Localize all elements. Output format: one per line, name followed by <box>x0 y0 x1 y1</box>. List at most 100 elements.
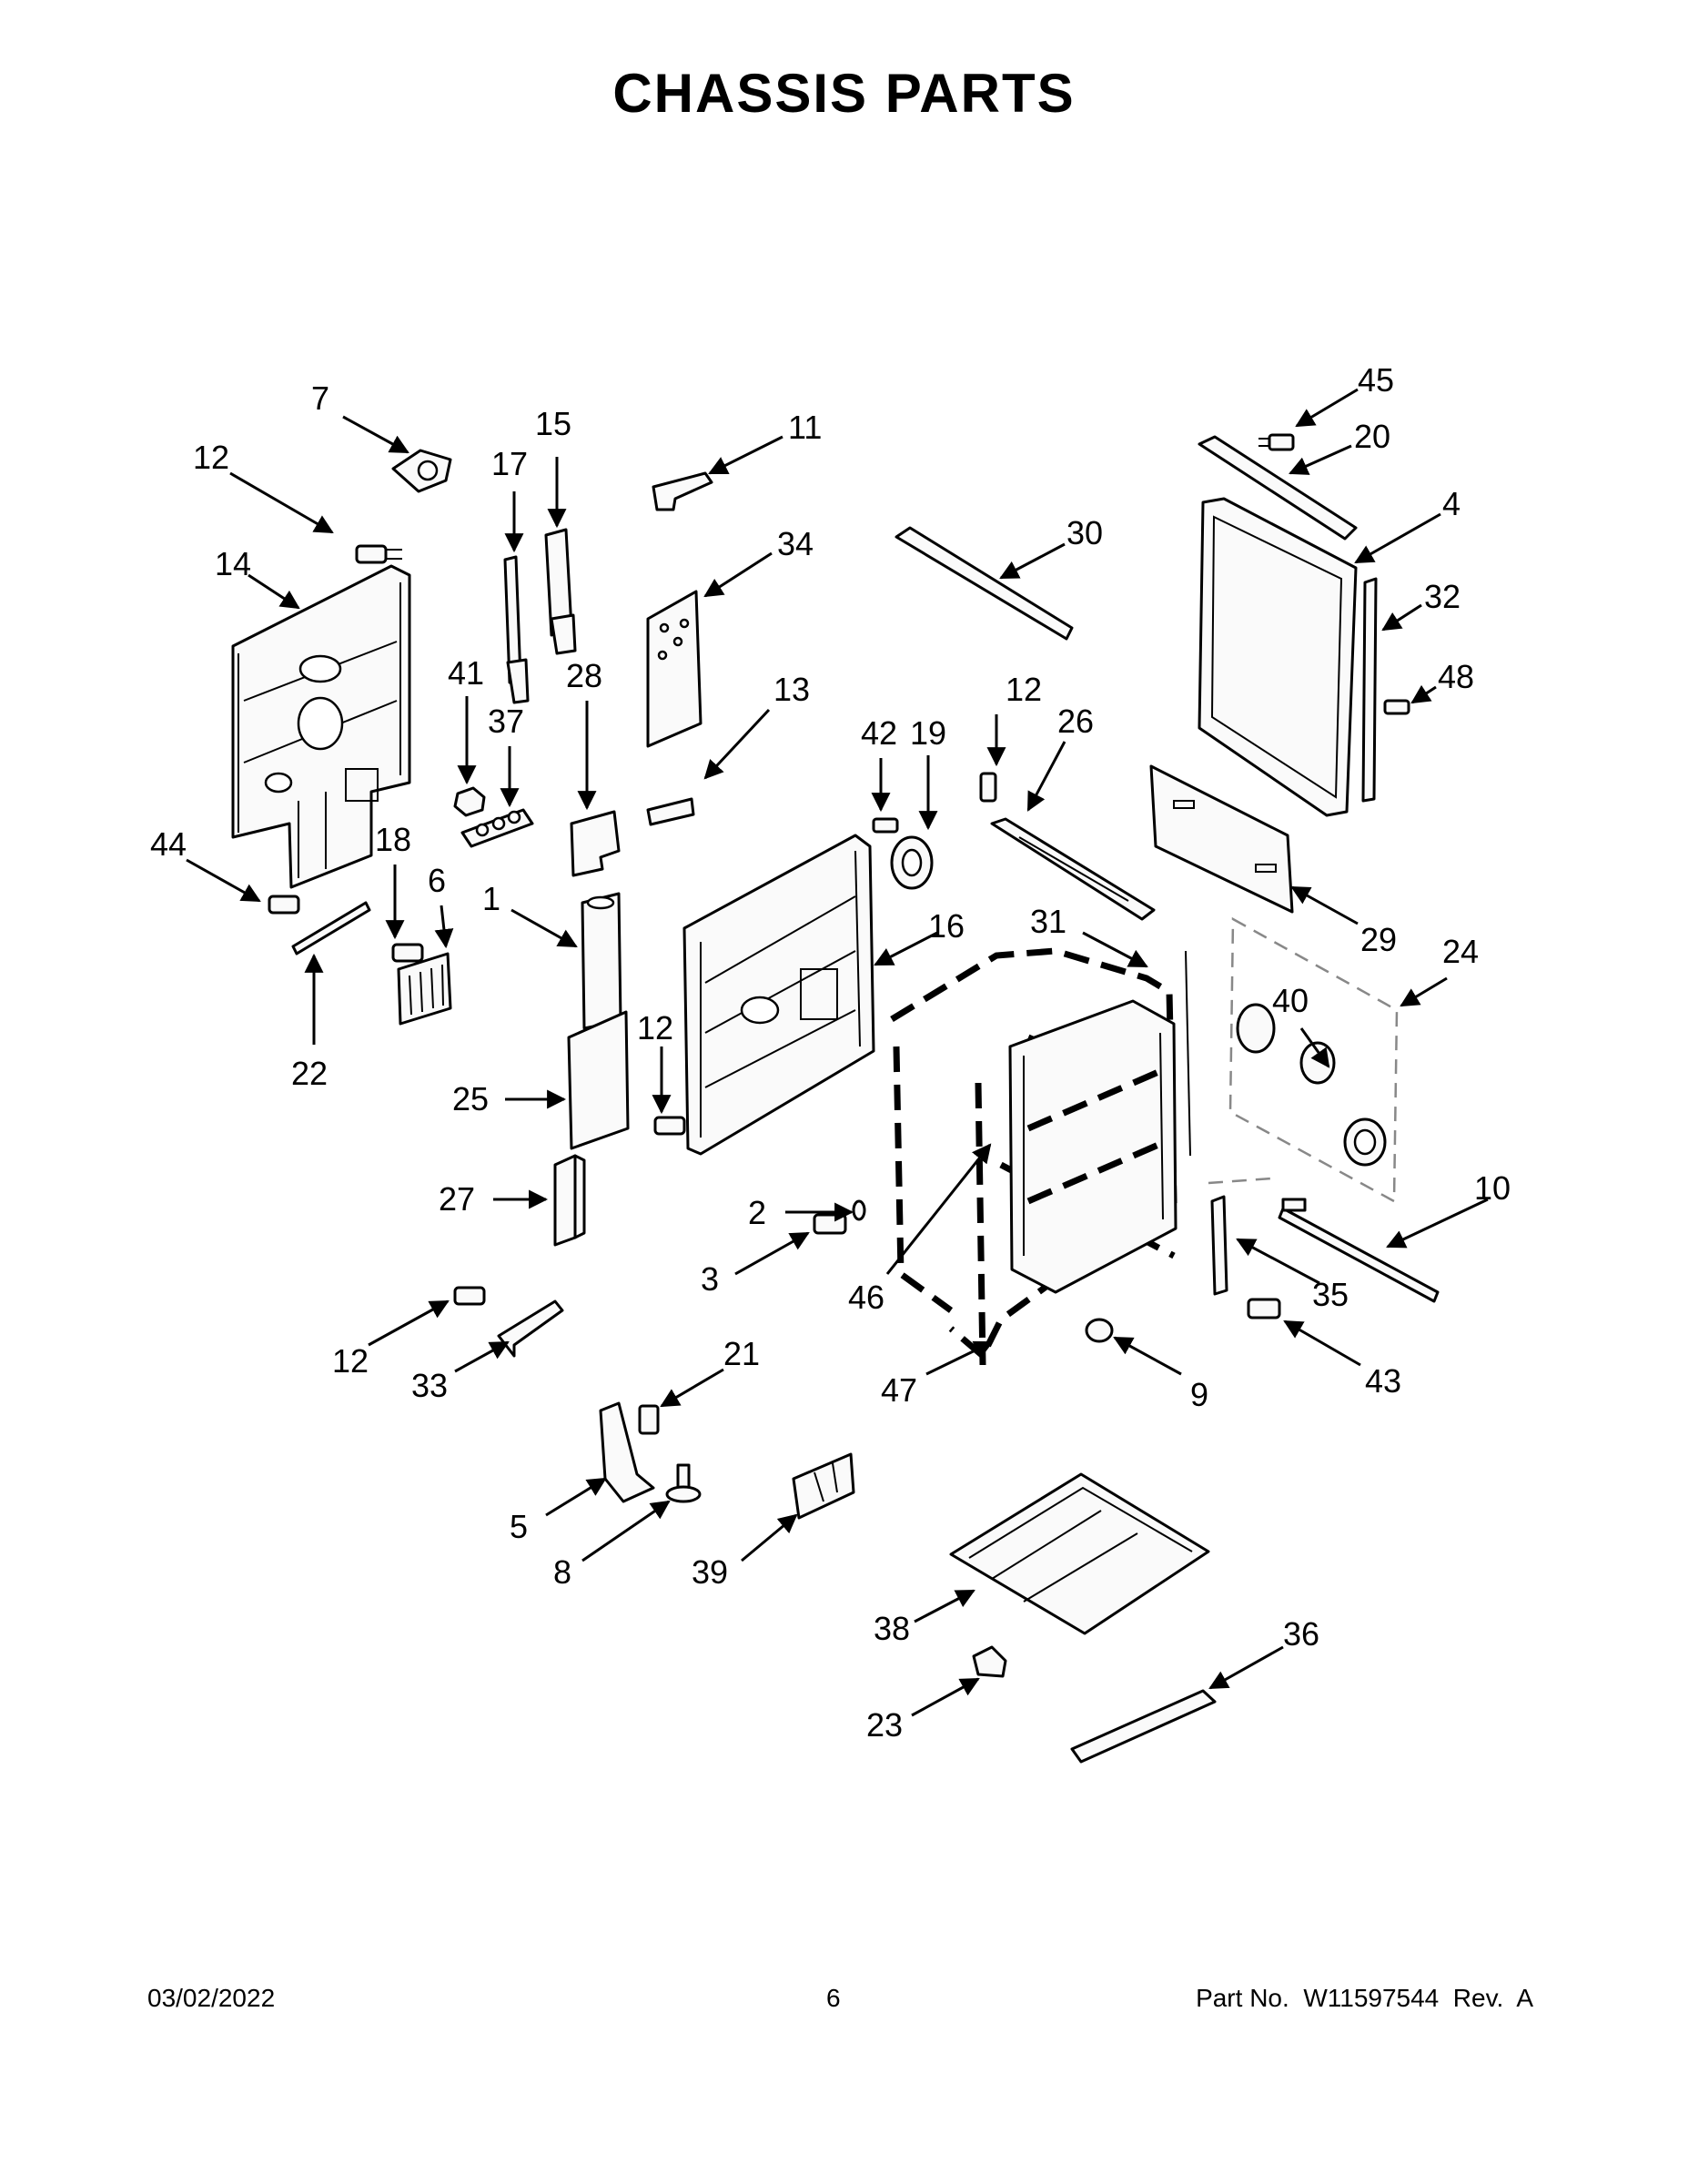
part-31-oven-cavity <box>890 947 1191 1366</box>
callout-11: 11 <box>788 409 822 446</box>
part-17-rod <box>503 555 530 704</box>
callout-48: 48 <box>1438 658 1474 695</box>
part-19-fan <box>890 835 934 890</box>
callout-45: 45 <box>1358 361 1394 399</box>
callout-46: 46 <box>848 1279 884 1316</box>
callout-18: 18 <box>375 821 411 858</box>
leader-10-dashed <box>1208 1177 1273 1185</box>
callout-43: 43 <box>1365 1362 1401 1400</box>
callout-12b: 12 <box>1006 671 1042 708</box>
page-title: CHASSIS PARTS <box>612 63 1076 124</box>
part-45-screw <box>1258 433 1295 451</box>
part-1-channel <box>581 892 622 1030</box>
part-26-rail <box>990 817 1156 921</box>
part-42-screw <box>872 817 899 834</box>
callout-37: 37 <box>488 703 524 740</box>
part-22-strip <box>291 901 371 956</box>
part-16-side-panel <box>682 834 875 1156</box>
part-11-bracket <box>652 471 713 511</box>
callout-44: 44 <box>150 825 187 863</box>
part-13-plate <box>646 797 695 826</box>
part-27-bracket <box>553 1154 586 1247</box>
part-3-screw <box>813 1213 847 1235</box>
callout-29: 29 <box>1360 921 1397 958</box>
callout-24: 24 <box>1442 933 1479 970</box>
footer-date: 03/02/2022 <box>147 1984 276 2012</box>
callout-27: 27 <box>439 1180 475 1218</box>
part-33-bracket <box>497 1299 564 1358</box>
callout-10: 10 <box>1474 1169 1511 1207</box>
footer-part-number: Part No. W11597544 Rev. A <box>1196 1984 1533 2012</box>
callout-36: 36 <box>1283 1615 1319 1653</box>
part-34-bracket <box>646 590 702 748</box>
callout-31: 31 <box>1030 903 1066 940</box>
callout-23: 23 <box>866 1706 903 1744</box>
part-12-screw-mid <box>653 1116 686 1136</box>
callout-5: 5 <box>510 1508 528 1545</box>
callout-4: 4 <box>1442 485 1461 522</box>
part-15-rod <box>544 528 577 655</box>
callout-12: 12 <box>193 439 229 476</box>
part-25-plate <box>567 1010 630 1150</box>
callout-47: 47 <box>881 1371 917 1409</box>
callout-34: 34 <box>777 525 814 562</box>
part-36-channel <box>1070 1689 1217 1764</box>
callout-17: 17 <box>491 445 528 482</box>
callout-20: 20 <box>1354 418 1390 455</box>
part-30-rail <box>895 526 1074 641</box>
part-24-light-assembly <box>1228 916 1399 1204</box>
part-32-strip <box>1361 577 1378 803</box>
callout-9: 9 <box>1190 1376 1208 1413</box>
callout-35: 35 <box>1312 1276 1349 1313</box>
part-41-nut <box>453 786 486 817</box>
callout-21: 21 <box>723 1335 760 1372</box>
callout-42: 42 <box>861 714 897 752</box>
callout-28: 28 <box>566 657 602 694</box>
part-29-panel <box>1149 764 1294 914</box>
callout-22: 22 <box>291 1055 328 1092</box>
part-39-bracket <box>792 1452 855 1520</box>
part-23-clip <box>972 1645 1007 1678</box>
callout-40: 40 <box>1272 982 1309 1019</box>
callout-16: 16 <box>928 907 965 945</box>
callout-13: 13 <box>773 671 810 708</box>
part-48-screw <box>1383 699 1410 715</box>
callout-15: 15 <box>535 405 571 442</box>
part-37-terminal-block <box>460 808 534 848</box>
callout-3: 3 <box>701 1260 719 1298</box>
callout-labels: 7 12 14 17 15 11 34 30 45 20 4 32 48 41 … <box>150 361 1511 1744</box>
part-10-sensor <box>1278 1198 1440 1303</box>
part-20-trim <box>1198 435 1358 541</box>
part-8-leveler <box>665 1463 702 1503</box>
callout-32: 32 <box>1424 578 1461 615</box>
callout-41: 41 <box>448 654 484 692</box>
part-12-screw-top <box>355 544 402 564</box>
callout-1: 1 <box>482 880 500 917</box>
part-40-bulb <box>1236 1003 1387 1167</box>
callout-33: 33 <box>411 1367 448 1404</box>
part-4-frame <box>1198 497 1358 817</box>
leader-arrows <box>186 388 1489 1717</box>
callout-38: 38 <box>874 1610 910 1647</box>
callout-30: 30 <box>1066 514 1103 551</box>
callout-39: 39 <box>692 1553 728 1591</box>
callout-19: 19 <box>910 714 946 752</box>
callout-12c: 12 <box>637 1009 673 1046</box>
callout-8: 8 <box>553 1553 571 1591</box>
part-44-screw <box>268 895 300 915</box>
part-12-screw-bottom <box>453 1286 486 1306</box>
part-14-rear-panel <box>231 564 411 889</box>
part-9-plug <box>1085 1318 1114 1343</box>
footer-page-number: 6 <box>826 1984 841 2012</box>
part-38-tray <box>949 1472 1210 1635</box>
callout-25: 25 <box>452 1080 489 1117</box>
part-35-bracket <box>1210 1195 1228 1296</box>
callout-6: 6 <box>428 862 446 899</box>
callout-7: 7 <box>311 379 329 417</box>
callout-26: 26 <box>1057 703 1094 740</box>
callout-12d: 12 <box>332 1342 369 1380</box>
part-28-bracket <box>570 810 621 877</box>
part-6-vent <box>397 952 452 1026</box>
part-43-screw <box>1247 1298 1281 1320</box>
